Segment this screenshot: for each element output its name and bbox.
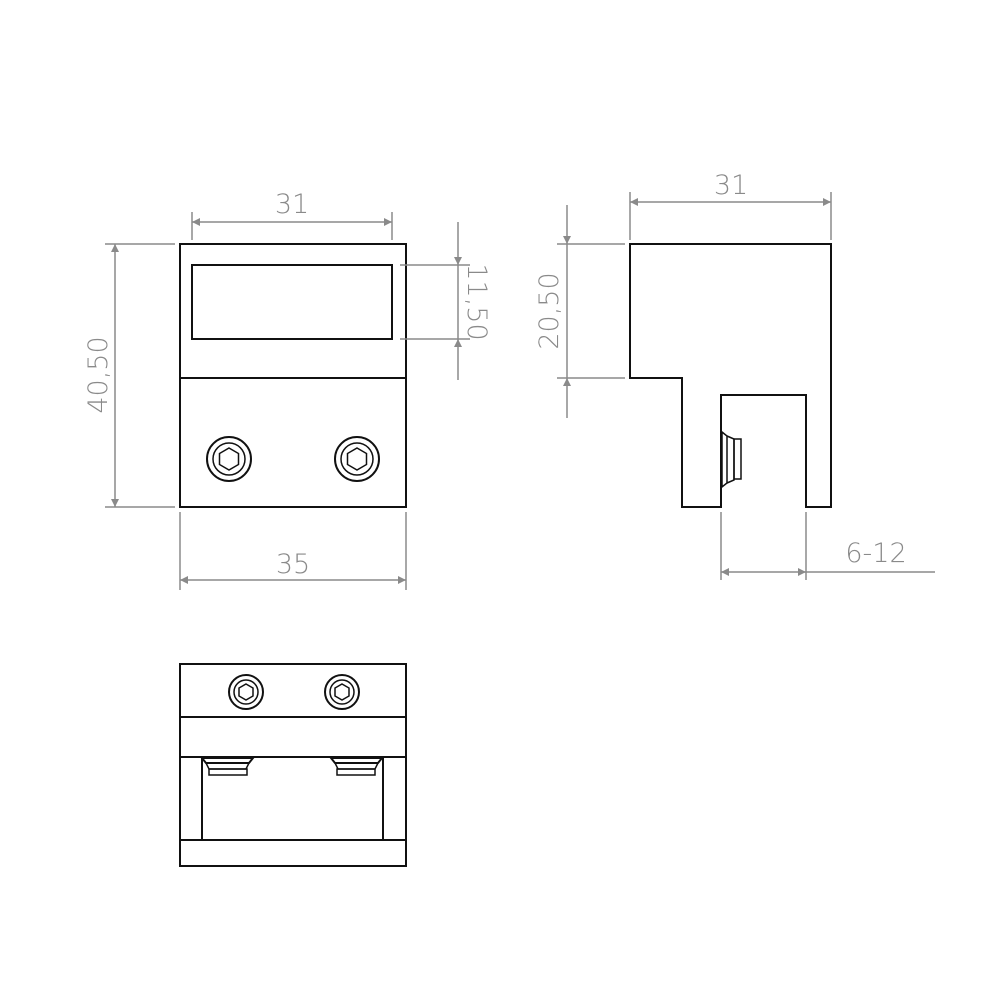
dim-label: 35 [276, 549, 310, 580]
dim-side-upper-height: 20,50 [534, 205, 625, 418]
dim-label: 20,50 [534, 272, 565, 349]
dim-label: 11,50 [461, 263, 492, 340]
dim-label: 40,50 [83, 336, 114, 413]
hex-screw-icon [334, 436, 380, 482]
set-screw-icon [328, 757, 385, 776]
glass-window [191, 264, 393, 340]
front-view [179, 243, 407, 508]
set-screw-icon [721, 430, 742, 489]
dim-window-height: 11,50 [400, 222, 492, 380]
dim-label: 6-12 [845, 538, 906, 569]
side-view [629, 243, 832, 508]
dim-glass-thickness: 6-12 [720, 512, 935, 580]
hex-screw-icon [228, 674, 264, 710]
hex-screw-icon [324, 674, 360, 710]
dim-label: 31 [275, 189, 309, 220]
dim-front-height: 40,50 [83, 243, 175, 508]
dim-front-width-top: 31 [191, 189, 393, 240]
dim-label: 31 [714, 170, 748, 201]
dim-front-width-bottom: 35 [179, 512, 407, 590]
dim-side-width: 31 [629, 170, 832, 240]
hex-screw-icon [206, 436, 252, 482]
bottom-view [179, 663, 407, 867]
set-screw-icon [199, 757, 256, 776]
